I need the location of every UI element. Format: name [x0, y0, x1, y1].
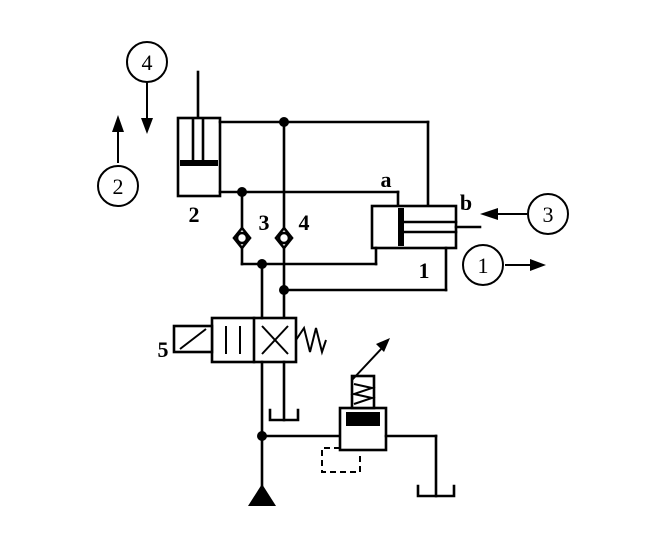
component-label-2: 2 — [189, 202, 200, 227]
component-label-4: 4 — [299, 210, 310, 235]
port-label-a: a — [381, 167, 392, 192]
callout-4-text: 4 — [142, 50, 153, 75]
directional-valve-5: 5 — [158, 316, 327, 364]
tank-icon — [268, 408, 300, 422]
component-label-3: 3 — [259, 210, 270, 235]
check-valve-4: 4 — [274, 210, 310, 251]
arrow-down-icon — [141, 118, 153, 134]
adjust-arrow-icon — [376, 338, 390, 352]
callout-4: 4 — [126, 41, 168, 134]
callout-2: 2 — [97, 115, 139, 207]
callout-1: 1 — [462, 244, 546, 286]
pump-triangle-icon — [248, 484, 276, 506]
tank-icon — [416, 484, 456, 498]
component-label-5: 5 — [158, 337, 169, 362]
check-valve-3: 3 — [232, 210, 270, 251]
arrow-right-icon — [530, 259, 546, 271]
arrow-up-icon — [112, 115, 124, 132]
cylinder-1: b 1 — [370, 190, 482, 292]
cylinder-2: 2 — [176, 70, 222, 227]
component-label-1: 1 — [419, 258, 430, 283]
port-label-b: b — [460, 190, 472, 215]
callout-1-text: 1 — [478, 253, 489, 278]
callout-3: 3 — [480, 193, 569, 235]
callout-2-text: 2 — [113, 174, 124, 199]
callout-3-text: 3 — [543, 202, 554, 227]
arrow-left-icon — [480, 208, 498, 220]
relief-valve — [321, 338, 390, 473]
